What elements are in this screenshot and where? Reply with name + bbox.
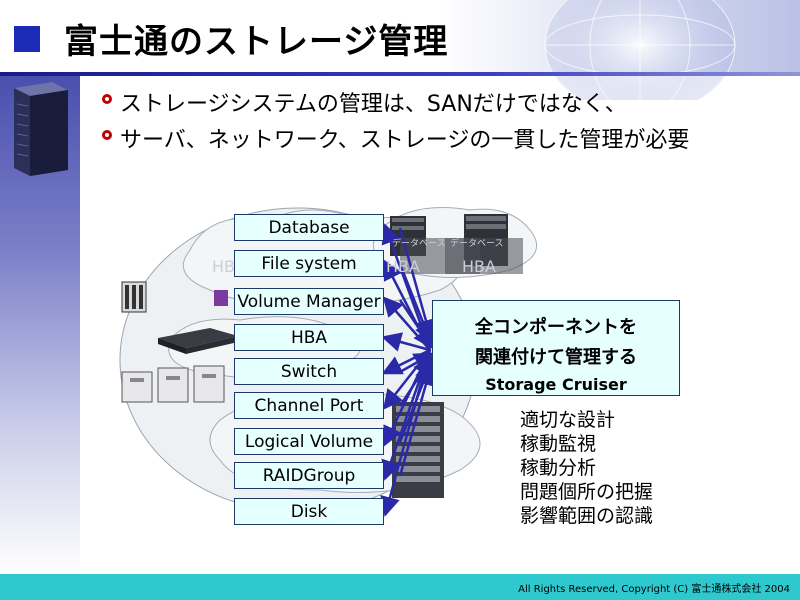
slide-title: 富士通のストレージ管理 bbox=[64, 22, 449, 62]
layer-box-switch: Switch bbox=[234, 358, 384, 385]
storage-unit-icon bbox=[121, 365, 225, 403]
task-item: 適切な設計 bbox=[520, 409, 616, 431]
storage-diagram: データベース データベース HBA HBA HBA Database File … bbox=[100, 190, 700, 550]
server-label: HBA bbox=[462, 257, 496, 276]
layer-box-volume-manager: Volume Manager bbox=[234, 288, 384, 315]
management-arrows bbox=[380, 223, 436, 517]
layer-box-channel-port: Channel Port bbox=[234, 392, 384, 419]
bullet-item: ストレージシステムの管理は、SANだけではなく、 bbox=[100, 86, 689, 122]
bullet-text: ストレージシステムの管理は、SANだけではなく、 bbox=[120, 92, 627, 117]
layer-box-database: Database bbox=[234, 214, 384, 241]
sc-product-name: Storage Cruiser bbox=[485, 375, 627, 394]
hba-card-icon bbox=[214, 290, 228, 306]
task-item: 稼動監視 bbox=[520, 433, 597, 455]
layer-box-disk: Disk bbox=[234, 498, 384, 525]
server-label: データベース bbox=[392, 237, 446, 249]
layer-box-raidgroup: RAIDGroup bbox=[234, 462, 384, 489]
switch-icon bbox=[158, 328, 238, 354]
task-list: 適切な設計 稼動監視 稼動分析 問題個所の把握 影響範囲の認識 bbox=[520, 408, 653, 528]
server-rack-icon bbox=[14, 82, 68, 176]
layer-box-file-system: File system bbox=[234, 250, 384, 277]
globe-icon bbox=[544, 0, 736, 100]
task-item: 問題個所の把握 bbox=[520, 481, 654, 503]
layer-box-logical-volume: Logical Volume bbox=[234, 428, 384, 455]
header-band: 富士通のストレージ管理 bbox=[0, 0, 800, 100]
task-item: 稼動分析 bbox=[520, 457, 597, 479]
layer-box-hba: HBA bbox=[234, 324, 384, 351]
server-icon bbox=[121, 281, 147, 313]
header-underline bbox=[0, 72, 800, 76]
server-label: HBA bbox=[386, 257, 420, 276]
footer-bar: All Rights Reserved, Copyright (C) 富士通株式… bbox=[0, 574, 800, 600]
title-square bbox=[14, 26, 40, 52]
sc-line2: 関連付けて管理する bbox=[475, 347, 637, 368]
copyright-text: All Rights Reserved, Copyright (C) 富士通株式… bbox=[518, 584, 790, 595]
task-item: 影響範囲の認識 bbox=[520, 505, 654, 527]
bullet-item: サーバ、ネットワーク、ストレージの一貫した管理が必要 bbox=[100, 122, 689, 158]
bullet-list: ストレージシステムの管理は、SANだけではなく、 サーバ、ネットワーク、ストレー… bbox=[100, 86, 689, 158]
bullet-icon bbox=[102, 94, 112, 104]
bullet-icon bbox=[102, 130, 112, 140]
storage-cruiser-box: 全コンポーネントを 関連付けて管理する Storage Cruiser bbox=[432, 300, 680, 396]
sc-line1: 全コンポーネントを bbox=[475, 317, 637, 338]
storage-array-icon bbox=[392, 402, 444, 498]
bullet-text: サーバ、ネットワーク、ストレージの一貫した管理が必要 bbox=[120, 128, 690, 153]
server-label: データベース bbox=[450, 237, 504, 249]
